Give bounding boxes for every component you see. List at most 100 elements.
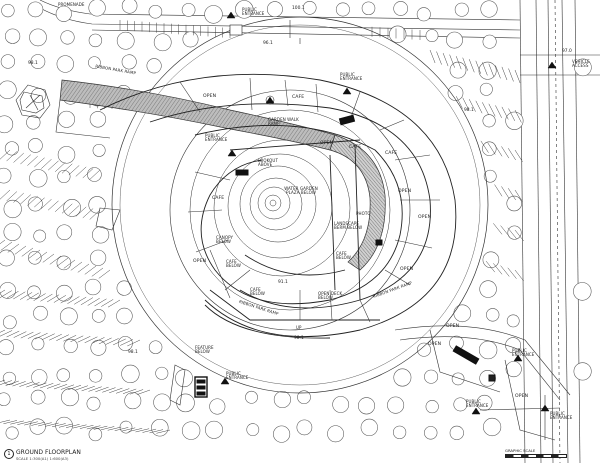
tree-icon [30,54,46,69]
tree-icon [84,278,102,296]
parking-stall [27,196,38,206]
parking-stall [136,389,151,395]
parking-stall [501,186,510,199]
parking-stall [493,263,503,275]
parking-stall [42,253,55,263]
label-cafe-west: CAFE [212,196,225,201]
parking-stall [121,427,136,432]
tree-icon [392,425,407,439]
parking-stall [77,263,90,273]
parking-stall [98,337,112,345]
tree-icon [5,426,19,440]
parking-stall [20,154,31,165]
level-98-w: 98.1 [128,350,138,355]
tree-icon [389,25,407,43]
tree-icon [0,54,16,69]
label-public-entrance-s: PUBLIC ENTRANCE [466,399,489,408]
label-public-entrance-top: PUBLIC ENTRANCE [242,7,265,16]
parking-stall [41,199,52,209]
tree-icon [88,196,106,214]
parking-stall [142,428,157,433]
tree-icon [506,314,520,328]
parking-stall [480,140,489,153]
tree-icon [2,371,16,385]
parking-stall [61,203,73,214]
parking-stall [53,384,68,390]
parking-stall [109,387,123,394]
parking-stall [26,292,39,301]
parking-stall [21,247,34,257]
parking-stall [60,384,75,390]
parking-stall [429,49,436,64]
tree-icon [58,110,75,128]
tree-icon [56,368,70,382]
parking-stall [17,421,31,425]
label-open-north: OPEN [203,94,217,99]
parking-stall [0,379,6,383]
tree-icon [0,115,14,134]
tree-icon [29,418,46,435]
tree-icon [33,305,48,321]
parking-stall [47,160,59,171]
tree-icon [0,339,14,356]
tree-icon [574,58,592,77]
tree-icon [116,31,135,50]
label-open-br: OPEN [515,394,529,399]
tree-icon [416,7,431,22]
tree-icon [33,229,47,243]
level-98-nw: 98.1 [28,61,38,66]
parking-stall [40,383,54,389]
tree-icon [361,1,376,16]
tree-icon [506,195,522,212]
parking-stall [127,339,141,347]
parking-stall [494,184,503,197]
parking-stall [84,265,97,275]
tree-icon [327,425,345,443]
tree-icon [204,5,223,24]
parking-stall [508,108,516,122]
tree-icon [181,3,196,17]
parking-stall [81,385,95,392]
parking-stall [60,295,73,304]
parking-stall [45,422,59,427]
tree-icon [92,143,106,157]
tree-icon [482,114,496,128]
tree-icon [245,390,258,404]
parking-stall [68,165,80,175]
tree-icon [235,0,254,19]
tree-icon [5,28,21,44]
parking-stall [156,429,171,434]
level-100: 100.1 [292,6,305,11]
parking-stall [105,338,119,345]
label-lookout-above: LOOKOUT ABOVE [258,158,279,167]
tree-icon [88,427,103,442]
parking-stall [84,336,98,344]
tree-icon [90,249,107,266]
parking-stall [33,293,46,301]
tree-icon [482,141,497,156]
parking-stall [468,59,475,73]
parking-stall [87,297,100,306]
tree-icon [335,2,350,17]
parking-stall [6,151,18,162]
tree-icon [121,54,137,70]
parking-stall [41,159,52,169]
tree-icon [146,58,162,74]
parking-stall [508,68,514,82]
tree-icon [57,146,76,164]
parking-stall [514,109,522,123]
drawing-scale-text: SCALE 1:300(A1) 1:600(A3) [16,456,69,461]
tree-icon [387,396,405,414]
graphic-scale: GRAPHIC SCALE [505,448,567,461]
plaza-circles [111,16,489,394]
tree-icon [0,80,17,99]
parking-stall [79,424,94,429]
parking-stall [65,424,80,428]
parking-stall [116,388,130,394]
parking-stall [501,66,508,81]
parking-stall [93,425,108,430]
tree-icon [176,393,195,413]
tree-icon [505,111,524,130]
tree-icon [205,420,223,439]
tree-icon [4,141,19,156]
